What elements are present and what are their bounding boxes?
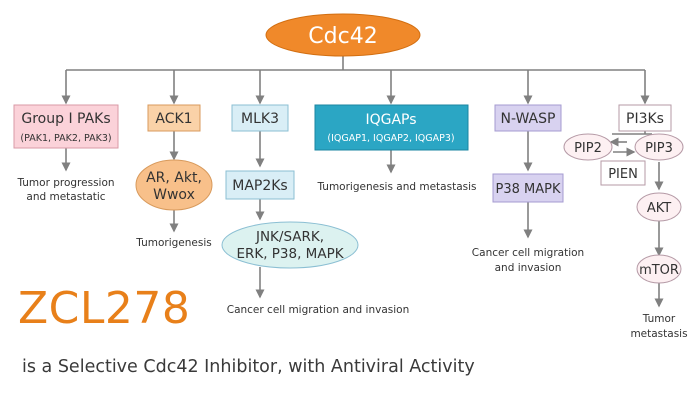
pi3ks-box — [618, 104, 672, 132]
p38-box — [492, 173, 564, 203]
iqgaps-title: IQGAPs — [365, 112, 416, 128]
ack1-target-ellipse — [135, 159, 213, 211]
root-label: Cdc42 — [308, 24, 377, 49]
nwasp-outcome-line1: Cancer cell migration — [472, 247, 584, 259]
node-akt: AKT — [636, 192, 682, 222]
pak-title: Group I PAKs — [21, 111, 110, 127]
map2ks-box — [225, 170, 295, 200]
iqgaps-box — [314, 104, 469, 151]
pten-box — [600, 160, 646, 186]
pak-subtitle: (PAK1, PAK2, PAK3) — [20, 133, 111, 144]
pi3ks-outcome-line1: Tumor — [642, 313, 676, 325]
pak-outcome-line2: and metastatic — [26, 191, 105, 203]
pak-box — [13, 104, 119, 149]
nwasp-box — [494, 104, 562, 132]
node-pip3: PIP3 — [634, 133, 684, 161]
node-p38-mapk: P38 MAPK — [492, 173, 564, 203]
mtor-label: mTOR — [639, 263, 679, 278]
mlk3-box — [231, 104, 289, 132]
akt-ellipse — [636, 192, 682, 222]
node-pten: PIEN — [600, 160, 646, 186]
iqgaps-subtitle: (IQGAP1, IQGAP2, IQGAP3) — [327, 133, 454, 144]
node-map2ks: MAP2Ks — [225, 170, 295, 200]
p38-label: P38 MAPK — [496, 182, 561, 197]
map2ks-label: MAP2Ks — [232, 178, 287, 194]
pak-outcome-line1: Tumor progression — [16, 177, 114, 189]
node-n-wasp: N-WASP — [494, 104, 562, 132]
pip3-ellipse — [634, 133, 684, 161]
node-mlk3: MLK3 — [231, 104, 289, 132]
root-ellipse — [265, 13, 421, 57]
pip2-label: PIP2 — [574, 141, 602, 156]
iqgaps-outcome: Tumorigenesis and metastasis — [316, 181, 476, 193]
compound-name: ZCL278 — [18, 283, 191, 334]
mlk3-outcome: Cancer cell migration and invasion — [227, 304, 410, 316]
pten-label: PIEN — [608, 167, 638, 182]
pip3-label: PIP3 — [645, 141, 673, 156]
mlk3-title: MLK3 — [241, 111, 279, 127]
ack1-outcome: Tumorigenesis — [135, 237, 211, 249]
edges — [61, 54, 664, 308]
mlk3-target-line2: ERK, P38, MAPK — [236, 246, 344, 262]
pip2-ellipse — [563, 133, 613, 161]
pi3ks-outcome-line2: metastasis — [630, 328, 687, 340]
akt-label: AKT — [647, 201, 671, 216]
mtor-ellipse — [636, 254, 682, 284]
pi3ks-title: PI3Ks — [626, 111, 664, 127]
node-pip2: PIP2 — [563, 133, 613, 161]
mlk3-target-ellipse — [221, 221, 359, 269]
node-mtor: mTOR — [636, 254, 682, 284]
ack1-target-line2: Wwox — [153, 187, 195, 203]
ack1-box — [147, 104, 201, 132]
ack1-target-line1: AR, Akt, — [146, 170, 202, 186]
nwasp-title: N-WASP — [501, 111, 556, 127]
mlk3-target-line1: JNK/SARK, — [255, 229, 324, 245]
ack1-title: ACK1 — [155, 111, 192, 127]
node-pi3ks: PI3Ks — [618, 104, 672, 132]
node-jnk-erk-p38-mapk: JNK/SARK, ERK, P38, MAPK — [221, 221, 359, 269]
nwasp-outcome-line2: and invasion — [495, 262, 562, 274]
node-iqgaps: IQGAPs (IQGAP1, IQGAP2, IQGAP3) — [314, 104, 469, 151]
node-ack1: ACK1 — [147, 104, 201, 132]
node-ar-akt-wwox: AR, Akt, Wwox — [135, 159, 213, 211]
node-group-i-paks: Group I PAKs (PAK1, PAK2, PAK3) — [13, 104, 119, 149]
root-node-cdc42: Cdc42 — [265, 13, 421, 57]
compound-tagline: is a Selective Cdc42 Inhibitor, with Ant… — [22, 357, 475, 377]
